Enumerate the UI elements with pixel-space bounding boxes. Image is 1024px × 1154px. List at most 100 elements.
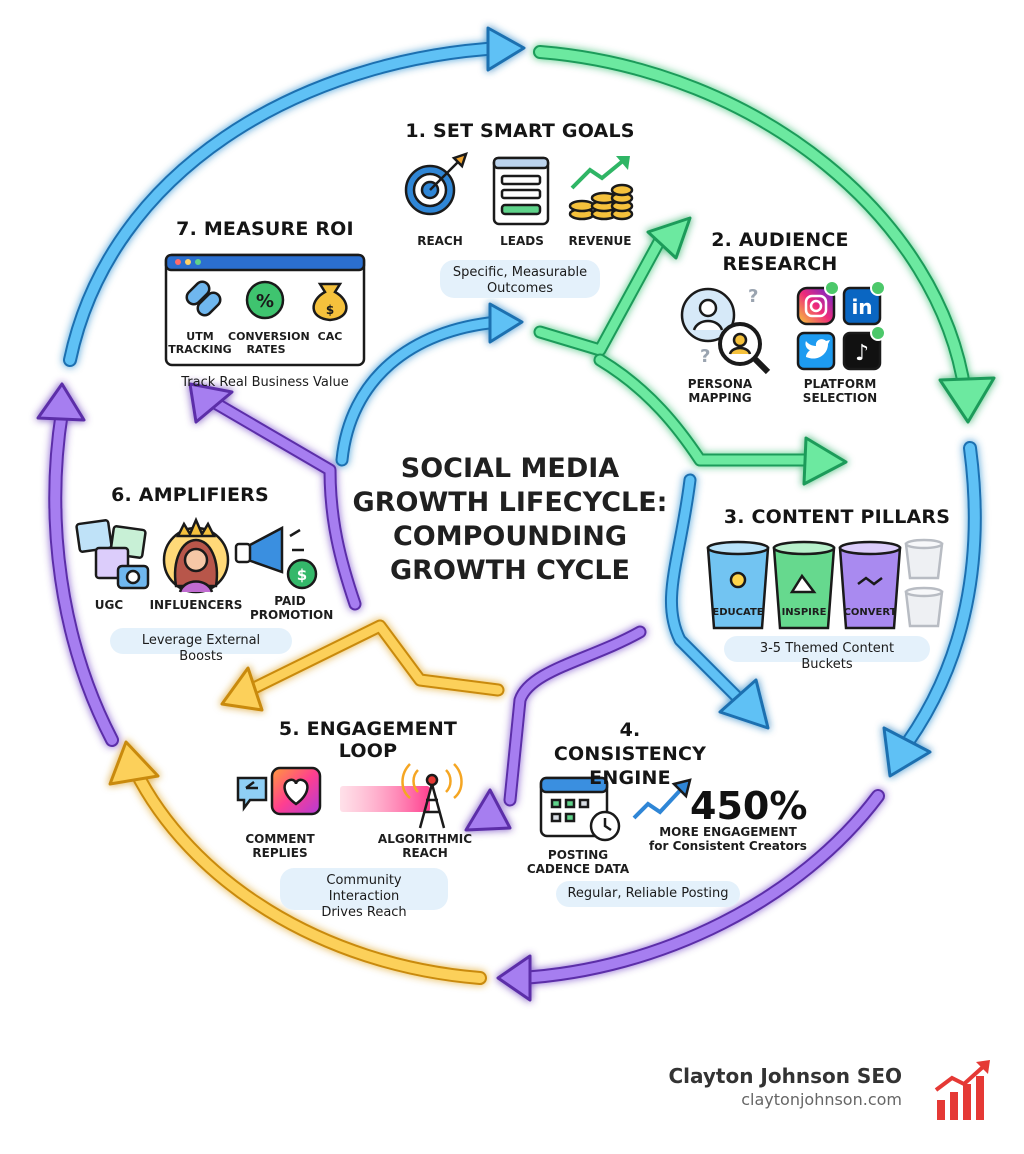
step4-icons — [539, 776, 692, 842]
step7-heading: 7. MEASURE ROI — [176, 218, 354, 240]
svg-text:$: $ — [297, 566, 307, 584]
step5-label-line: ALGORITHMIC — [377, 832, 473, 846]
comment-heart-icon — [236, 766, 322, 816]
step6-label-line: PROMOTION — [250, 608, 334, 622]
step3-heading: 3. CONTENT PILLARS — [723, 506, 951, 528]
step7-label-line: CAC — [317, 330, 343, 343]
broadcast-tower-icon — [401, 763, 463, 829]
megaphone-icon: $ — [234, 525, 318, 590]
inner-arrow-blue-top — [337, 317, 503, 465]
influencer-icon — [162, 516, 230, 594]
step3-label-educate: EDUCATE — [712, 607, 764, 618]
center-title-line: SOCIAL MEDIA — [400, 453, 620, 484]
step1-heading: 1. SET SMART GOALS — [405, 120, 635, 142]
center-title: SOCIAL MEDIA GROWTH LIFECYCLE: COMPOUNDI… — [345, 452, 675, 588]
percent-badge-icon: % — [245, 280, 285, 320]
step5-heading: 5. ENGAGEMENT LOOP — [278, 718, 458, 762]
step2-heading-line: RESEARCH — [722, 253, 838, 275]
step3-label-inspire: INSPIRE — [781, 607, 827, 618]
step4-label-posting: POSTING CADENCE DATA — [520, 848, 636, 876]
inner-arrow-purple — [505, 627, 645, 805]
engagement-stat: 450% — [690, 784, 808, 828]
linkedin-icon: in — [842, 280, 886, 326]
outer-ring — [36, 26, 996, 1002]
step1-label-leads: LEADS — [500, 234, 544, 248]
tiktok-icon: ♪ — [842, 325, 886, 371]
step4-heading-line: 4. CONSISTENCY — [553, 719, 707, 765]
step2-label-line: PLATFORM — [803, 377, 877, 391]
step6-icons: $ — [75, 516, 318, 594]
step4-caption: Regular, Reliable Posting — [556, 881, 740, 907]
inner-arrow-yellow — [245, 621, 503, 695]
step7-label-line: RATES — [246, 343, 286, 356]
instagram-icon — [796, 280, 840, 326]
step5-label-line: REPLIES — [252, 846, 308, 860]
bar-growth-icon — [934, 1060, 990, 1120]
brand-url[interactable]: claytonjohnson.com — [741, 1090, 902, 1109]
svg-text:?: ? — [748, 286, 758, 307]
step2-label-platform: PLATFORM SELECTION — [790, 377, 890, 405]
step2-heading-line: 2. AUDIENCE — [711, 229, 849, 251]
step6-label-line: INFLUENCERS — [149, 598, 243, 612]
inner-arrow-green-up — [535, 235, 665, 355]
inner-arrow-purple-up — [205, 395, 360, 609]
step3-caption: 3-5 Themed Content Buckets — [724, 636, 930, 672]
coins-growth-icon — [568, 156, 634, 221]
step6-label-line: PAID — [274, 594, 306, 608]
step1-caption: Specific, Measurable Outcomes — [440, 260, 600, 298]
engagement-stat-label: MORE ENGAGEMENT for Consistent Creators — [648, 825, 808, 853]
step5-label-line: REACH — [402, 846, 448, 860]
inner-arrow-green-down — [595, 355, 825, 465]
step7-label-line: CONVERSION — [228, 330, 310, 343]
step7-label-utm: UTM TRACKING — [168, 330, 232, 356]
step5-caption-line: Community Interaction — [326, 873, 402, 904]
step3-buckets — [706, 538, 944, 630]
bucket-inspire-icon — [772, 540, 836, 630]
svg-text:%: % — [256, 291, 274, 312]
step2-heading: 2. AUDIENCE RESEARCH — [700, 228, 860, 276]
link-icon — [185, 280, 222, 317]
trend-arrow-icon — [632, 778, 692, 820]
twitter-icon — [796, 331, 836, 371]
photos-camera-icon — [75, 519, 150, 590]
step6-label-ugc: UGC — [84, 598, 134, 612]
bucket-convert-icon — [838, 540, 902, 630]
step7-label-line: TRACKING — [168, 343, 232, 356]
step5-label-line: COMMENT — [245, 832, 315, 846]
step7-window: % $ — [164, 253, 366, 367]
stat-label-line: for Consistent Creators — [649, 839, 807, 853]
step3-label-convert: CONVERT — [843, 607, 897, 618]
empty-bucket-icon — [904, 538, 944, 628]
step2-label-persona: PERSONA MAPPING — [670, 377, 770, 405]
step1-label-reach: REACH — [417, 234, 463, 248]
step7-label-conversion: CONVERSION RATES — [228, 330, 310, 356]
money-bag-icon: $ — [312, 282, 348, 322]
brand-name: Clayton Johnson SEO — [668, 1064, 902, 1088]
step6-heading: 6. AMPLIFIERS — [111, 484, 269, 506]
step7-label-line: UTM — [186, 330, 214, 343]
center-title-line: GROWTH CYCLE — [390, 555, 630, 586]
step2-label-line: PERSONA — [687, 377, 753, 391]
calendar-icon — [539, 776, 621, 842]
persona-icon — [680, 287, 771, 375]
step4-heading-line: ENGINE — [589, 767, 671, 789]
step6-label-line: UGC — [94, 598, 124, 612]
bucket-educate-icon — [706, 540, 770, 630]
step5-caption: Community Interaction Drives Reach — [280, 868, 448, 920]
step2-label-line: SELECTION — [802, 391, 878, 405]
step2-icons: ? ? in ♪ — [680, 280, 886, 375]
target-icon — [404, 152, 468, 216]
step6-caption: Leverage External Boosts — [110, 628, 292, 664]
step6-label-paid: PAID PROMOTION — [250, 594, 334, 622]
inner-arrow-blue-down — [666, 475, 745, 705]
tiktok-glyph: ♪ — [855, 341, 869, 366]
step7-caption: Track Real Business Value — [181, 375, 349, 390]
step4-label-line: POSTING — [547, 848, 609, 862]
stat-label-line: MORE ENGAGEMENT — [659, 825, 797, 839]
step7-label-cac: CAC — [308, 330, 352, 343]
step4-label-line: CADENCE DATA — [526, 862, 630, 876]
step5-icons — [236, 763, 463, 829]
svg-text:$: $ — [326, 303, 334, 317]
inner-ring — [188, 216, 848, 832]
